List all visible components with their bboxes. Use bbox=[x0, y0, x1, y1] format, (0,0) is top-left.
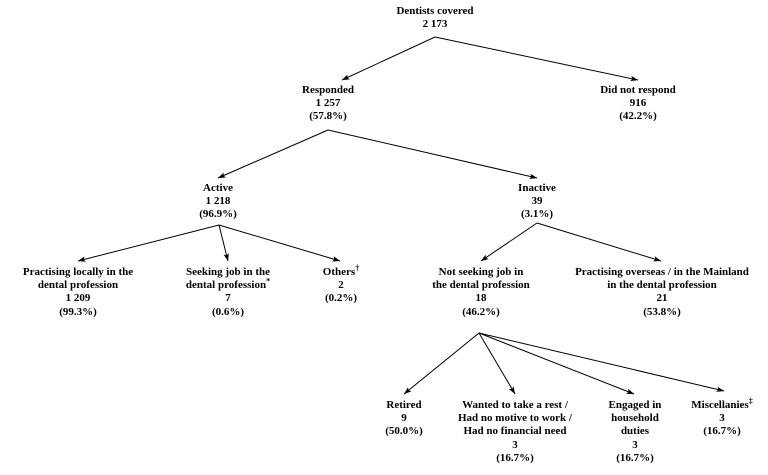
node-did-not-respond: Did not respond 916 (42.2%) bbox=[553, 84, 723, 124]
node-others-count: 2 bbox=[338, 279, 344, 292]
node-miscellanies: Miscellanies‡ 3 (16.7%) bbox=[676, 396, 768, 439]
node-responded-label: Responded bbox=[302, 84, 354, 96]
node-practising-overseas-label-line1: Practising overseas / in the Mainland bbox=[575, 266, 749, 278]
node-active-label: Active bbox=[203, 182, 233, 194]
node-practising-locally-percent: (99.3%) bbox=[59, 305, 97, 318]
edge-active-to-others bbox=[218, 224, 341, 262]
node-seeking-job-count: 7 bbox=[225, 292, 231, 305]
node-responded: Responded 1 257 (57.8%) bbox=[243, 84, 413, 124]
node-others: Others† 2 (0.2%) bbox=[295, 263, 387, 306]
node-retired: Retired 9 (50.0%) bbox=[359, 399, 449, 439]
node-not-seeking-job-label-line2: the dental profession bbox=[432, 279, 530, 292]
edge-inactive-to-not-seeking-job bbox=[480, 222, 538, 262]
node-seeking-job-label-line2: dental profession* bbox=[158, 276, 298, 292]
node-retired-label: Retired bbox=[386, 399, 422, 411]
node-inactive-percent: (3.1%) bbox=[520, 208, 554, 221]
node-miscellanies-label: Miscellanies‡ bbox=[676, 396, 768, 412]
edge-responded-to-active bbox=[217, 129, 329, 179]
node-responded-percent: (57.8%) bbox=[309, 110, 347, 123]
edge-covered-to-did-not-respond bbox=[434, 36, 639, 82]
node-others-label-text: Others bbox=[322, 266, 356, 278]
node-active-count: 1 218 bbox=[205, 195, 231, 208]
node-seeking-job-label-line1: Seeking job in the bbox=[185, 266, 271, 278]
node-not-seeking-job-count: 18 bbox=[475, 292, 487, 305]
node-not-seeking-job-label-line1: Not seeking job in bbox=[438, 266, 524, 278]
edge-not-seeking-to-miscellanies bbox=[478, 332, 725, 392]
node-wanted-rest-label-line2: Had no motive to work / bbox=[458, 412, 572, 425]
edge-responded-to-inactive bbox=[327, 129, 538, 179]
node-practising-overseas-percent: (53.8%) bbox=[643, 305, 681, 318]
node-seeking-job-label-line2-text: dental profession bbox=[185, 279, 267, 292]
node-not-seeking-job: Not seeking job in the dental profession… bbox=[406, 266, 556, 319]
node-wanted-rest-label-line1: Wanted to take a rest / bbox=[462, 399, 568, 411]
node-retired-count: 9 bbox=[401, 412, 407, 425]
node-practising-overseas: Practising overseas / in the Mainland in… bbox=[556, 266, 768, 319]
node-wanted-rest-count: 3 bbox=[512, 438, 518, 451]
node-not-seeking-job-percent: (46.2%) bbox=[462, 305, 500, 318]
node-seeking-job: Seeking job in the dental profession* 7 … bbox=[158, 266, 298, 319]
edge-inactive-to-practising-overseas bbox=[536, 222, 662, 262]
node-miscellanies-label-text: Miscellanies bbox=[691, 399, 749, 411]
node-inactive: Inactive 39 (3.1%) bbox=[452, 182, 622, 222]
edge-not-seeking-to-wanted-rest bbox=[478, 332, 516, 395]
node-others-marker: † bbox=[355, 263, 360, 273]
node-miscellanies-percent: (16.7%) bbox=[703, 425, 741, 438]
node-household-duties-count: 3 bbox=[632, 438, 638, 451]
node-dentists-covered-count: 2 173 bbox=[422, 18, 448, 31]
edge-active-to-practising-locally bbox=[77, 224, 220, 262]
node-inactive-label: Inactive bbox=[518, 182, 556, 194]
node-did-not-respond-percent: (42.2%) bbox=[619, 110, 657, 123]
node-wanted-rest: Wanted to take a rest / Had no motive to… bbox=[442, 399, 588, 465]
node-active-percent: (96.9%) bbox=[199, 208, 237, 221]
node-did-not-respond-count: 916 bbox=[629, 97, 647, 110]
node-household-duties: Engaged in household duties 3 (16.7%) bbox=[589, 399, 681, 465]
node-others-label: Others† bbox=[295, 263, 387, 279]
node-wanted-rest-label-line3: Had no financial need bbox=[463, 425, 567, 438]
node-dentists-covered: Dentists covered 2 173 bbox=[335, 5, 535, 31]
node-seeking-job-marker: * bbox=[266, 276, 271, 286]
node-practising-locally-label-line2: dental profession bbox=[37, 279, 119, 292]
node-did-not-respond-label: Did not respond bbox=[600, 84, 676, 96]
node-practising-locally-count: 1 209 bbox=[65, 292, 91, 305]
node-miscellanies-marker: ‡ bbox=[748, 396, 753, 406]
node-others-percent: (0.2%) bbox=[324, 292, 358, 305]
node-responded-count: 1 257 bbox=[315, 97, 341, 110]
node-miscellanies-count: 3 bbox=[719, 412, 725, 425]
node-retired-percent: (50.0%) bbox=[385, 425, 423, 438]
node-household-duties-label-line2: household bbox=[611, 412, 659, 425]
node-practising-overseas-count: 21 bbox=[656, 292, 668, 305]
node-practising-locally: Practising locally in the dental profess… bbox=[0, 266, 156, 319]
node-inactive-count: 39 bbox=[531, 195, 543, 208]
node-wanted-rest-percent: (16.7%) bbox=[496, 451, 534, 464]
edge-active-to-seeking-job bbox=[218, 224, 229, 262]
node-practising-overseas-label-line2: in the dental profession bbox=[607, 279, 717, 292]
edge-not-seeking-to-household-duties bbox=[478, 332, 635, 395]
node-dentists-covered-label: Dentists covered bbox=[396, 5, 474, 17]
node-household-duties-percent: (16.7%) bbox=[616, 451, 654, 464]
edge-not-seeking-to-retired bbox=[403, 332, 480, 395]
node-practising-locally-label-line1: Practising locally in the bbox=[22, 266, 134, 278]
node-seeking-job-percent: (0.6%) bbox=[211, 305, 245, 318]
node-household-duties-label-line3: duties bbox=[620, 425, 650, 438]
edge-covered-to-responded bbox=[341, 36, 436, 81]
node-household-duties-label-line1: Engaged in bbox=[608, 399, 662, 411]
node-active: Active 1 218 (96.9%) bbox=[133, 182, 303, 222]
